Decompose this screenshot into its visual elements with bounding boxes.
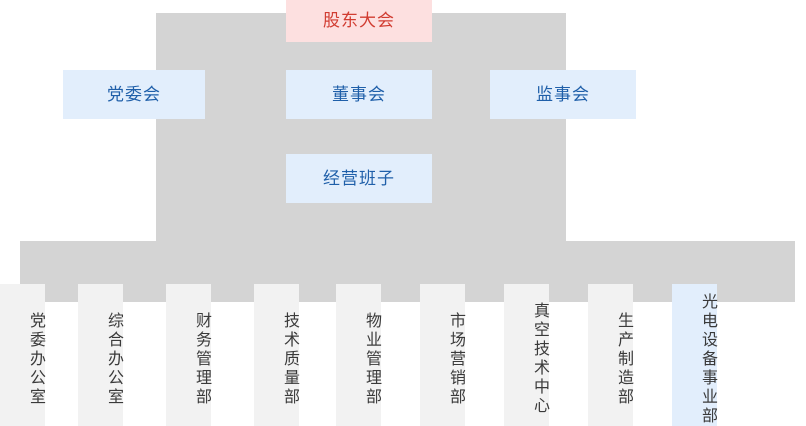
node-board-of-supervisors[interactable]: 监事会 — [490, 70, 636, 119]
node-department-general-office[interactable]: 综合办公室 — [78, 284, 123, 426]
connector-plate-upper — [156, 13, 566, 241]
node-department-production-manufacturing[interactable]: 生产制造部 — [588, 284, 633, 426]
node-department-finance-management[interactable]: 财务管理部 — [166, 284, 211, 426]
node-department-vacuum-technology-center[interactable]: 真空技术中心 — [504, 284, 549, 426]
node-board-of-directors[interactable]: 董事会 — [286, 70, 432, 119]
node-management-team[interactable]: 经营班子 — [286, 154, 432, 203]
node-department-technical-quality[interactable]: 技术质量部 — [254, 284, 299, 426]
node-department-marketing[interactable]: 市场营销部 — [420, 284, 465, 426]
node-department-party-committee-office[interactable]: 党委办公室 — [0, 284, 45, 426]
node-shareholders-meeting[interactable]: 股东大会 — [286, 0, 432, 42]
connector-plate-department-bar — [20, 241, 795, 302]
node-department-optoelectronic-equipment-division[interactable]: 光电设备事业部 — [672, 284, 717, 426]
node-department-property-management[interactable]: 物业管理部 — [336, 284, 381, 426]
node-party-committee[interactable]: 党委会 — [63, 70, 205, 119]
